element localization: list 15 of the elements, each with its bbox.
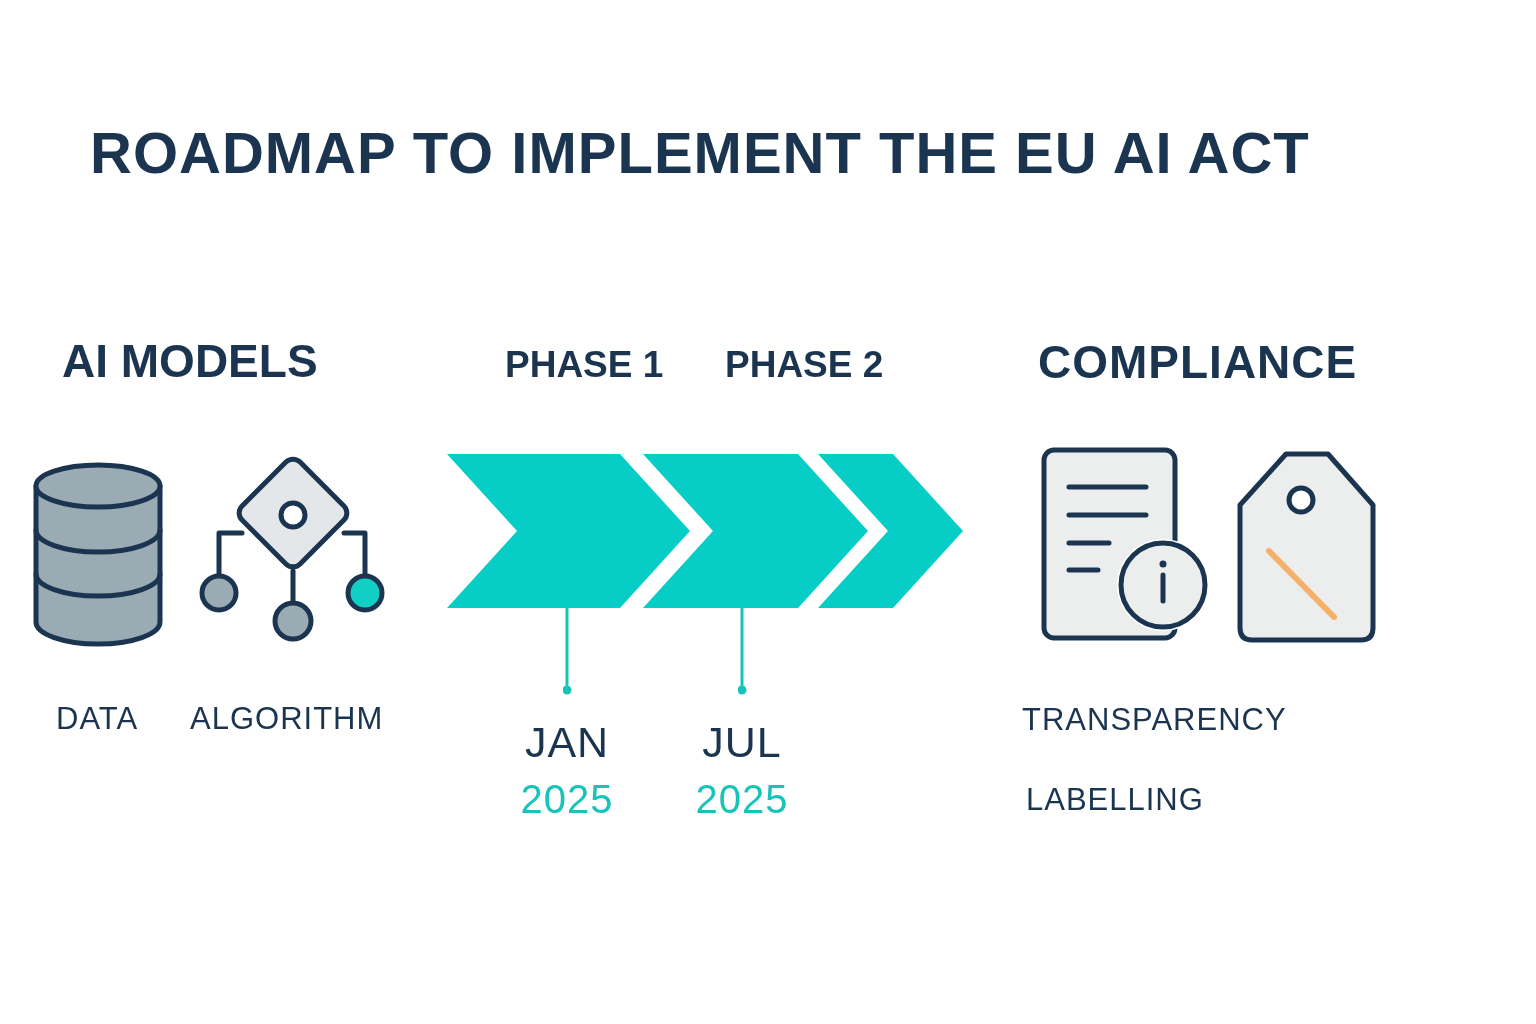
- icon-caption: DATA: [56, 703, 139, 734]
- icon-caption: ALGORITHM: [190, 703, 384, 734]
- connector-line: [562, 608, 572, 695]
- icon-caption: TRANSPARENCY: [1022, 704, 1287, 735]
- section-heading: COMPLIANCE: [1038, 339, 1358, 385]
- date-year: 2025: [520, 779, 614, 819]
- date-year: 2025: [695, 779, 789, 819]
- section-heading: AI MODELS: [62, 338, 318, 384]
- title: ROADMAP TO IMPLEMENT THE EU AI ACT: [90, 124, 1310, 182]
- date-month: JUL: [702, 721, 782, 764]
- icon-caption: LABELLING: [1026, 784, 1204, 815]
- connector-line: [737, 608, 747, 695]
- phase-heading: PHASE 2: [725, 346, 884, 383]
- date-month: JAN: [524, 721, 610, 764]
- phase-heading: PHASE 1: [505, 346, 664, 383]
